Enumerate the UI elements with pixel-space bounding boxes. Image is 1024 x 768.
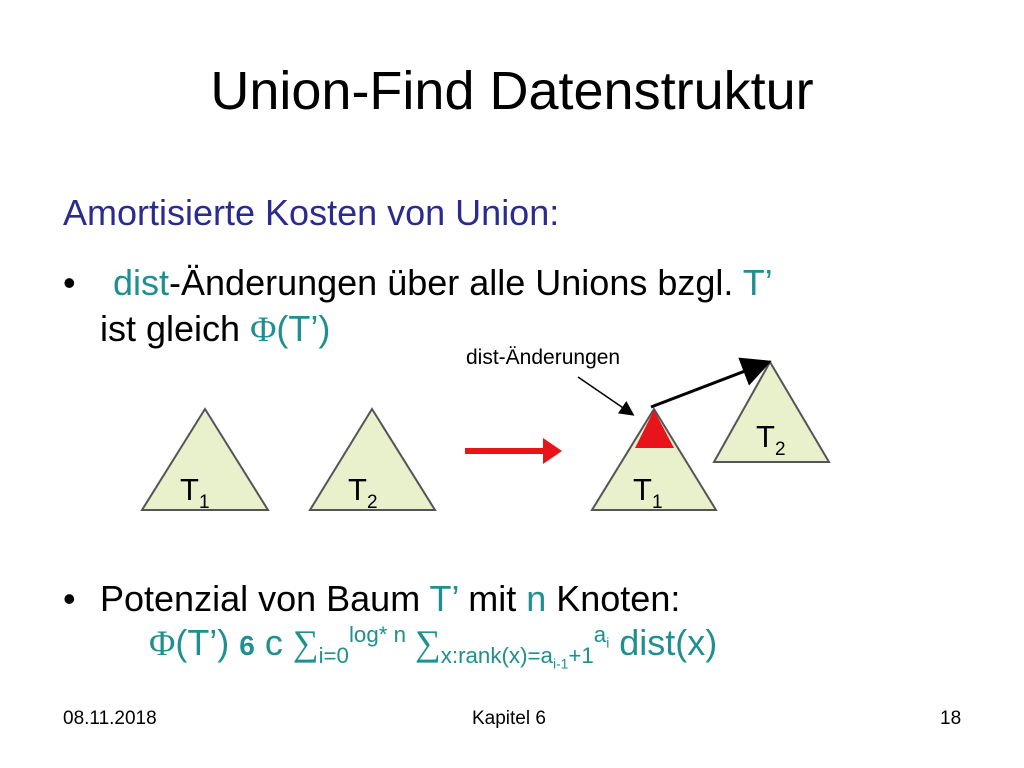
- bullet-dist-changes: • dist-Änderungen über alle Unions bzgl.…: [63, 262, 963, 350]
- footer-page-number: 18: [940, 708, 962, 729]
- formula-arg: (T’): [175, 622, 240, 663]
- t-prime-term: T’: [742, 262, 773, 303]
- formula-sum2: ∑: [406, 623, 441, 663]
- tree-t2-left-label: T2: [348, 472, 378, 513]
- section-subtitle: Amortisierte Kosten von Union:: [63, 192, 560, 233]
- tree-t2-right: [712, 359, 831, 463]
- bullet-dist-text-line1: dist-Änderungen über alle Unions bzgl. T…: [113, 262, 963, 304]
- n-term: n: [526, 578, 547, 619]
- formula-leq: 6: [239, 630, 255, 661]
- tree-t1-left: [140, 407, 270, 511]
- potential-formula: Φ(T’) 6 c ∑i=0log* n ∑x:rank(x)=ai-1+1ai…: [149, 622, 1003, 671]
- bullet-text-b: ist gleich: [100, 308, 251, 349]
- tree-t1-left-label: T1: [180, 472, 210, 513]
- formula-sum1-sub: i=0: [318, 643, 349, 669]
- phi-symbol: Φ: [250, 309, 277, 349]
- page-title: Union-Find Datenstruktur: [210, 61, 814, 121]
- formula-tail: dist(x): [609, 622, 718, 663]
- bullet-marker: •: [63, 578, 76, 619]
- dist-pointer-arrow: [577, 376, 635, 416]
- root-marker: [635, 410, 674, 448]
- dist-changes-label: dist-Änderungen: [466, 346, 620, 369]
- tree-t2-right-label: T2: [756, 419, 786, 460]
- bullet-potential: • Potenzial von Baum T’ mit n Knoten: Φ(…: [63, 578, 1003, 671]
- transform-arrowhead: [543, 438, 562, 464]
- phi-argument: (T’): [276, 308, 331, 349]
- tree-t1-right: [590, 407, 718, 511]
- footer-date: 08.11.2018: [63, 708, 157, 729]
- formula-c: c: [254, 622, 293, 663]
- formula-phi: Φ: [149, 623, 176, 663]
- formula-sum1-sup: log* n: [348, 622, 407, 647]
- dist-term: dist: [113, 262, 170, 303]
- link-line: [650, 357, 772, 409]
- formula-sum2-sub: x:rank(x)=ai-1+1: [440, 643, 594, 672]
- bullet-marker: •: [63, 262, 76, 303]
- tree-t1-right-label: T1: [633, 472, 663, 513]
- bullet-text-a: -Änderungen über alle Unions bzgl.: [169, 262, 743, 303]
- footer-chapter: Kapitel 6: [472, 708, 546, 729]
- tree-t2-left: [308, 407, 437, 511]
- formula-sum2-sup: ai: [593, 622, 610, 651]
- bullet-potential-text: Potenzial von Baum T’ mit n Knoten:: [100, 578, 1003, 620]
- formula-sum1: ∑: [292, 623, 319, 663]
- potential-text-b: mit: [458, 578, 527, 619]
- t-prime-term: T’: [429, 578, 459, 619]
- bullet-dist-text-line2: ist gleich Φ(T’): [100, 308, 963, 350]
- potential-text-c: Knoten:: [546, 578, 681, 619]
- potential-text-a: Potenzial von Baum: [100, 578, 430, 619]
